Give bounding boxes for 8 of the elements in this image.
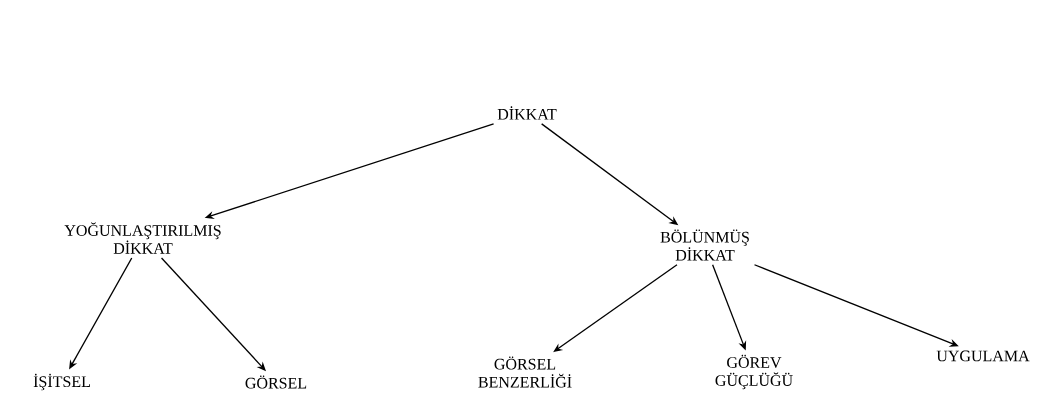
node-label: UYGULAMA [936,350,1030,362]
node-label: GÖRSEL [245,375,307,389]
node-label: GÖRSEL BENZERLİĞİ [478,356,572,388]
node-label: DİKKAT [497,106,557,120]
node-label: BÖLÜNMÜŞ DİKKAT [660,229,749,261]
node-label: GÖREV GÜÇLÜĞÜ [715,354,793,390]
node-label: İŞİTSEL [33,373,90,391]
node-label: YOĞUNLAŞTIRILMIŞ DİKKAT [64,222,221,254]
